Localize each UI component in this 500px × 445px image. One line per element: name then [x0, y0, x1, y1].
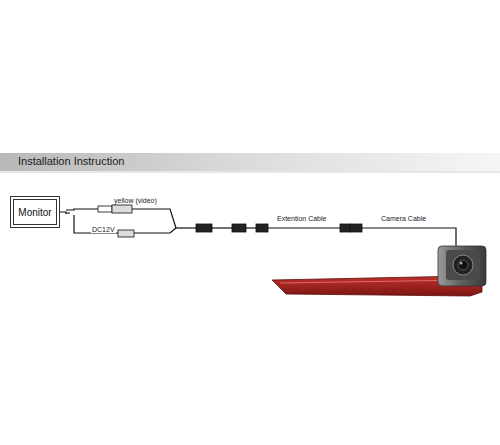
monitor-box: Monitor — [10, 196, 60, 228]
wires — [60, 209, 456, 248]
wire-label: Extention Cable — [276, 215, 327, 222]
node-label: Monitor — [11, 207, 59, 218]
heading-title: Installation Instruction — [18, 155, 124, 167]
wire-label: DC12V — [91, 226, 116, 233]
wire-label: Camera Cable — [380, 215, 427, 222]
camera-brake-light — [272, 246, 486, 296]
rule — [0, 172, 500, 173]
heading-band — [0, 153, 500, 171]
connectors — [98, 205, 362, 237]
wire-label: yellow (video) — [113, 197, 158, 204]
